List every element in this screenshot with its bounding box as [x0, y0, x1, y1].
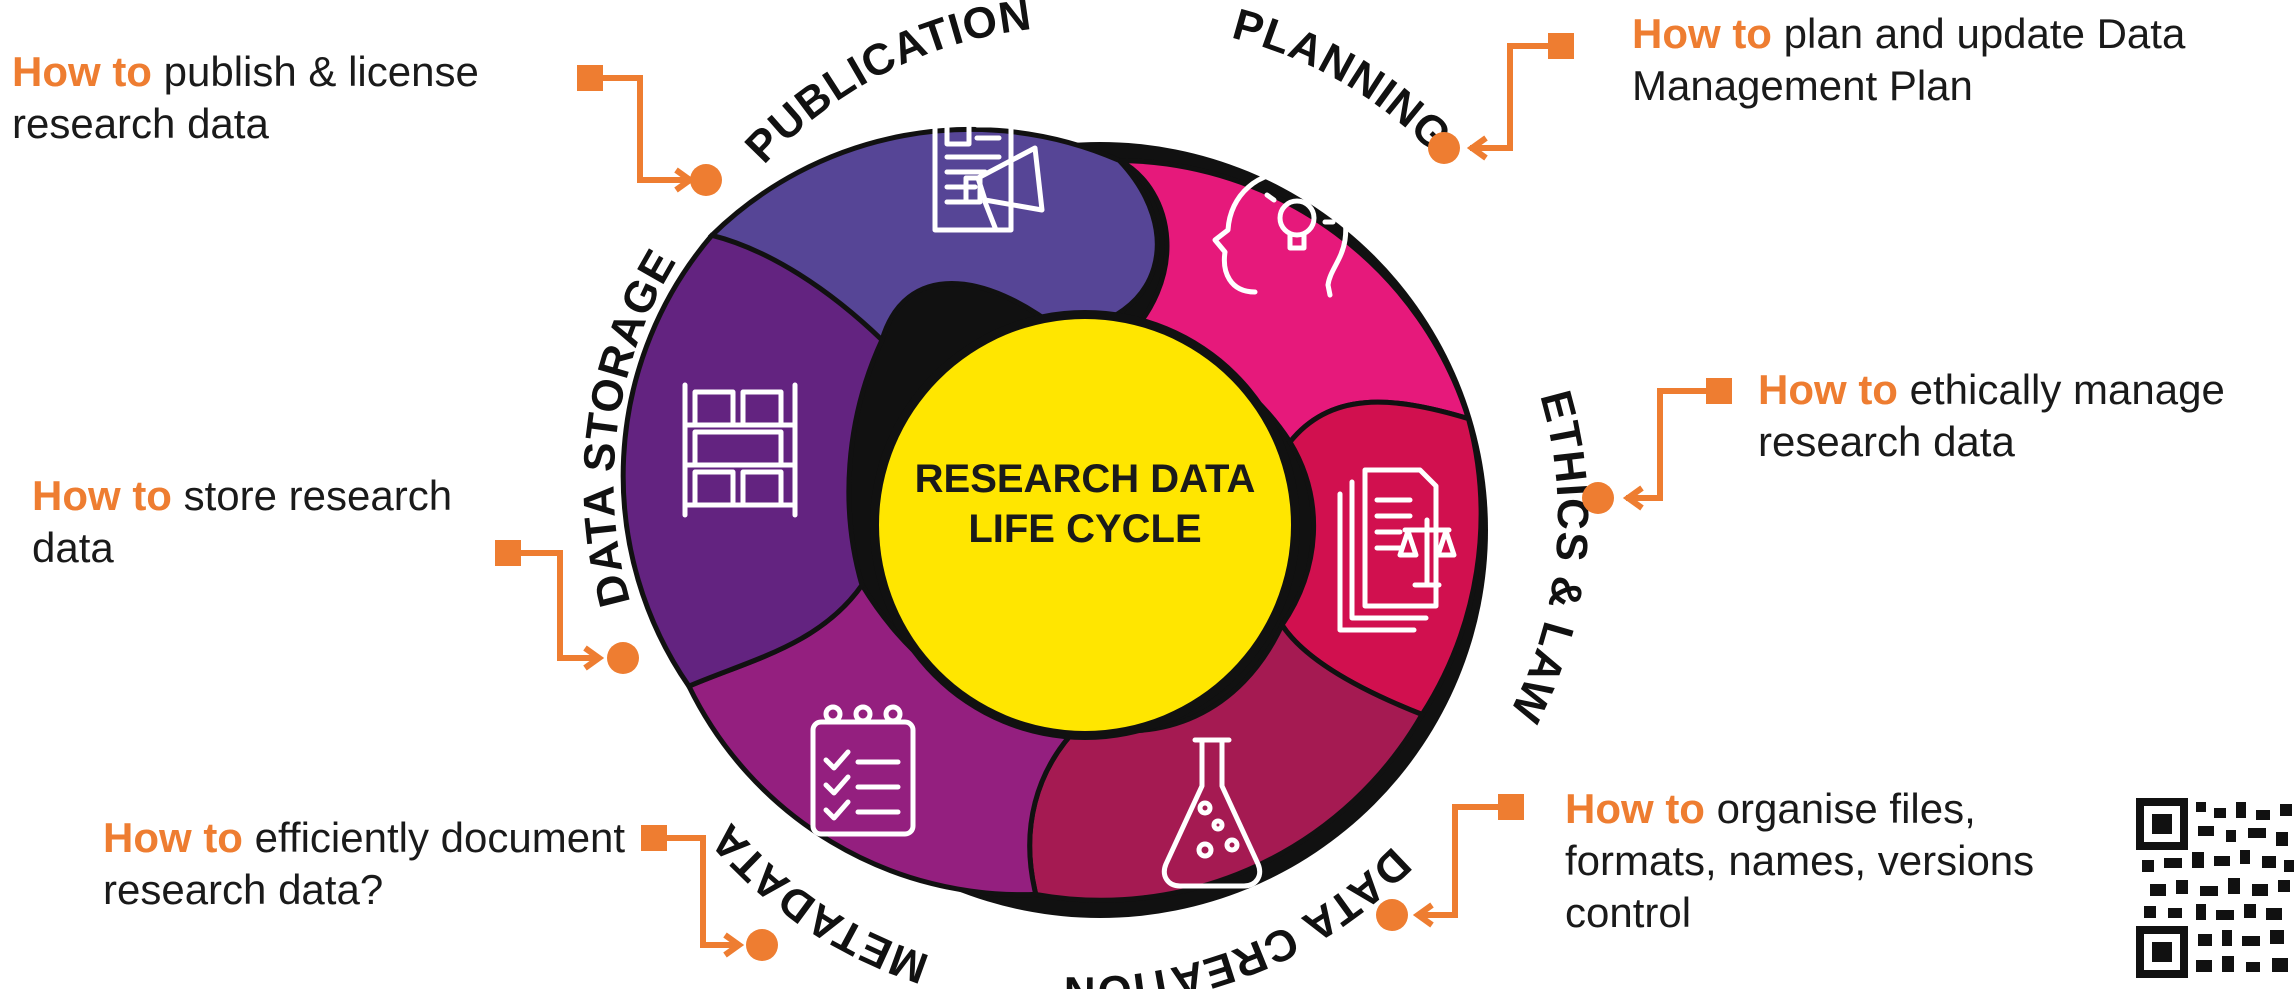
- center-title-line2: LIFE CYCLE: [968, 507, 1201, 551]
- howto-label: How to: [12, 48, 152, 95]
- flask-icon: [1161, 737, 1263, 889]
- callout-ethics: How to ethically manage research data: [1758, 364, 2278, 468]
- callout-organise: How to organise files, formats, names, v…: [1565, 783, 2125, 939]
- center-circle: [879, 319, 1291, 731]
- callout-publish: How to publish & license research data: [12, 46, 552, 150]
- connector-publish: [577, 65, 722, 196]
- connector-document: [641, 825, 778, 961]
- callout-ethics-text: ethically manage research data: [1758, 366, 2225, 465]
- segment-label-planning: PLANNING: [1228, 0, 1461, 162]
- center-title-line1: RESEARCH DATA: [915, 457, 1256, 501]
- qr-code-icon[interactable]: [2136, 798, 2295, 989]
- connector-organise: [1376, 794, 1524, 931]
- connector-store: [495, 540, 639, 674]
- howto-label: How to: [32, 472, 172, 519]
- callout-plan: How to plan and update Data Management P…: [1632, 8, 2282, 112]
- howto-label: How to: [1632, 10, 1772, 57]
- callout-document-text: efficiently document research data?: [103, 814, 626, 913]
- segment-label-ethics-law: ETHICS & LAW: [1500, 386, 1597, 731]
- connector-ethics: [1582, 378, 1732, 514]
- shelving-boxes-icon: [682, 382, 798, 518]
- newspaper-megaphone-icon: [932, 105, 1045, 233]
- callout-document: How to efficiently document research dat…: [103, 812, 663, 916]
- callout-store-text: store research data: [32, 472, 453, 571]
- howto-label: How to: [103, 814, 243, 861]
- checklist-clipboard-icon: [810, 704, 916, 837]
- howto-label: How to: [1565, 785, 1705, 832]
- head-lightbulb-icon: [1212, 169, 1349, 298]
- callout-store: How to store research data: [32, 470, 502, 574]
- connector-plan: [1428, 33, 1574, 164]
- callout-plan-text: plan and update Data Management Plan: [1632, 10, 2186, 109]
- howto-label: How to: [1758, 366, 1898, 413]
- documents-scales-icon: [1337, 467, 1457, 633]
- callout-organise-text: organise files, formats, names, versions…: [1565, 785, 2035, 936]
- callout-publish-text: publish & license research data: [12, 48, 479, 147]
